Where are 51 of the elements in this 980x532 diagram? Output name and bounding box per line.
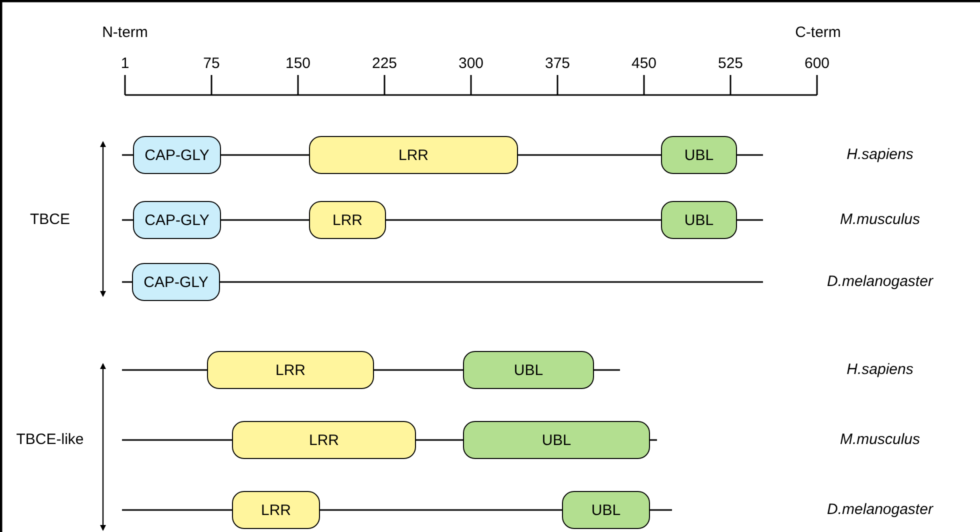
scale-tick-label: 150 — [285, 55, 311, 73]
species-label: D.melanogaster — [827, 273, 933, 291]
backbone-line — [386, 219, 661, 221]
backbone-line — [122, 509, 232, 511]
domain-box: LRR — [309, 201, 386, 239]
backbone-line — [221, 154, 309, 156]
backbone-line — [737, 154, 763, 156]
domain-box: UBL — [562, 491, 650, 529]
scale-tick-label: 375 — [544, 55, 570, 73]
backbone-line — [122, 281, 132, 283]
domain-box: LRR — [207, 351, 374, 389]
domain-box: UBL — [463, 421, 650, 459]
species-label: H.sapiens — [846, 146, 914, 164]
domain-box: CAP-GLY — [133, 136, 221, 174]
backbone-line — [737, 219, 763, 221]
species-label: M.musculus — [840, 431, 920, 449]
backbone-line — [122, 154, 133, 156]
terminus-label: N-term — [102, 24, 148, 42]
scale-tick-label: 1 — [120, 55, 130, 73]
scale-tick-label: 450 — [631, 55, 657, 73]
backbone-line — [416, 439, 463, 441]
domain-box: LRR — [232, 491, 320, 529]
species-label: H.sapiens — [846, 361, 914, 379]
backbone-line — [320, 509, 562, 511]
group-label: TBCE — [30, 211, 70, 229]
backbone-line — [374, 369, 463, 371]
backbone-line — [122, 219, 133, 221]
backbone-line — [221, 219, 309, 221]
scale-tick-label: 75 — [203, 55, 220, 73]
domain-box: CAP-GLY — [132, 263, 220, 301]
domain-box: UBL — [661, 201, 737, 239]
species-label: D.melanogaster — [827, 501, 933, 519]
backbone-line — [518, 154, 661, 156]
terminus-label: C-term — [795, 24, 841, 42]
scale-tick-label: 300 — [458, 55, 484, 73]
group-label: TBCE-like — [16, 431, 84, 449]
backbone-line — [650, 509, 672, 511]
domain-box: LRR — [232, 421, 416, 459]
backbone-line — [122, 439, 232, 441]
domain-box: UBL — [463, 351, 594, 389]
backbone-line — [650, 439, 657, 441]
backbone-line — [122, 369, 207, 371]
scale-tick-label: 225 — [372, 55, 398, 73]
backbone-line — [220, 281, 763, 283]
scale-tick-label: 525 — [718, 55, 744, 73]
backbone-line — [594, 369, 620, 371]
domain-box: CAP-GLY — [133, 201, 221, 239]
domain-box: LRR — [309, 136, 518, 174]
species-label: M.musculus — [840, 211, 920, 229]
scale-tick-label: 600 — [804, 55, 830, 73]
domain-box: UBL — [661, 136, 737, 174]
